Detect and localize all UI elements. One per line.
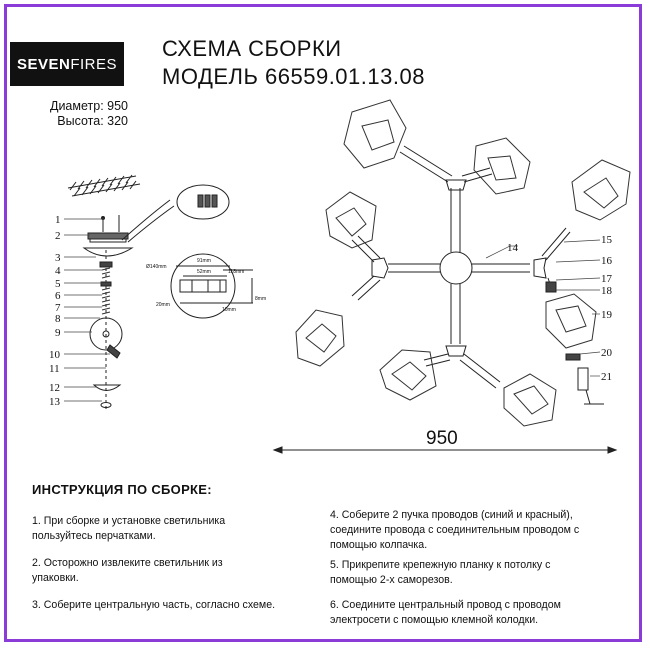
part-label-18: 18 <box>601 285 613 297</box>
part-label-3: 3 <box>55 252 61 264</box>
part-label-16: 16 <box>601 255 613 267</box>
part-label-6: 6 <box>55 290 61 302</box>
part-label-17: 17 <box>601 273 613 285</box>
scheme-title: СХЕМА СБОРКИ <box>162 36 342 61</box>
part-label-15: 15 <box>601 234 613 246</box>
model-title: МОДЕЛЬ 66559.01.13.08 <box>162 64 425 89</box>
part-label-11: 11 <box>49 363 60 375</box>
ceiling-hatch <box>67 174 141 197</box>
instruction-step-6: 6. Соедините центральный провод с провод… <box>330 599 561 626</box>
part-label-1: 1 <box>55 214 61 226</box>
instruction-step-5: 5. Прикрепите крепежную планку к потолку… <box>330 559 551 586</box>
dim-10: 10mm <box>222 307 236 313</box>
instruction-step-3: 3. Соберите центральную часть, согласно … <box>32 599 276 611</box>
part-label-12: 12 <box>49 382 60 394</box>
dim-140: Ø140mm <box>146 264 167 270</box>
left-part-numbers: 1 2 3 4 5 6 7 8 9 10 11 12 13 <box>49 214 61 408</box>
logo-bold-text: SEVEN <box>16 55 71 73</box>
instructions-heading: ИНСТРУКЦИЯ ПО СБОРКЕ: <box>32 482 212 497</box>
part-label-10: 10 <box>49 349 61 361</box>
part-label-20: 20 <box>601 347 613 359</box>
part-label-14: 14 <box>507 242 519 254</box>
dimensions-block: Диаметр: 950 Высота: 320 <box>20 99 128 129</box>
right-part-numbers: 14 15 16 17 18 19 20 21 <box>507 234 613 383</box>
part-label-9: 9 <box>55 327 61 339</box>
dim-8: 8mm <box>255 296 266 302</box>
part-label-13: 13 <box>49 396 61 408</box>
height-text: Высота: 320 <box>57 114 128 128</box>
chandelier-top-view <box>272 99 631 454</box>
part-label-2: 2 <box>55 230 61 242</box>
page-frame <box>4 4 642 642</box>
part-label-21: 21 <box>601 371 612 383</box>
part-label-19: 19 <box>601 309 613 321</box>
dim-118: 118mm <box>228 269 244 275</box>
dim-91: 91mm <box>197 258 211 264</box>
instruction-step-1: 1. При сборке и установке светильника по… <box>32 515 226 542</box>
part-label-8: 8 <box>55 313 61 325</box>
instruction-step-2: 2. Осторожно извлеките светильник из упа… <box>32 557 223 584</box>
dim-20: 20mm <box>156 302 170 308</box>
logo-light-text: FIRES <box>70 55 118 73</box>
dim-52: 52mm <box>197 269 211 275</box>
width-dimension-label: 950 <box>426 428 458 449</box>
part-label-7: 7 <box>55 302 61 314</box>
detail-dimension-labels: Ø140mm 91mm 52mm 118mm 20mm 10mm 8mm <box>146 258 266 313</box>
diameter-text: Диаметр: 950 <box>49 99 128 113</box>
part-label-4: 4 <box>55 265 61 277</box>
part-label-5: 5 <box>55 278 61 290</box>
instruction-step-4: 4. Соберите 2 пучка проводов (синий и кр… <box>330 509 580 551</box>
